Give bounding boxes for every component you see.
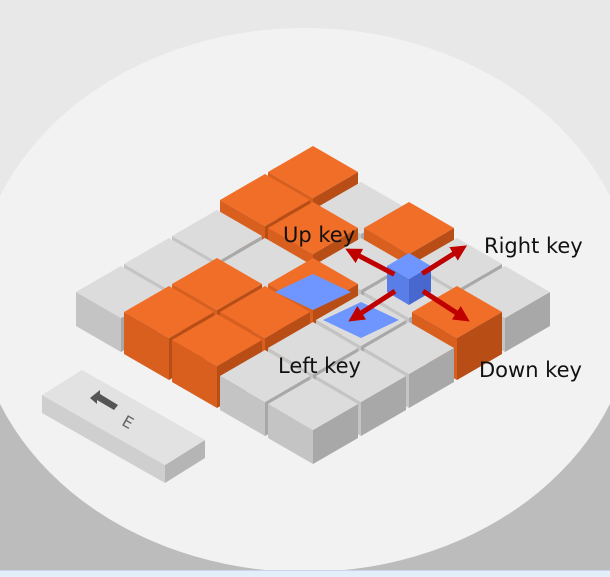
down-key-label: Down key — [479, 358, 582, 382]
tile-gray-right-face — [409, 348, 454, 408]
left-arrow-icon — [348, 289, 397, 322]
exit-key-side-face — [165, 440, 205, 483]
tile-orange-left-face — [124, 312, 169, 380]
tile-orange-top-face — [172, 314, 262, 366]
tile-gray-top-face — [364, 322, 454, 374]
direction-arrows — [345, 245, 470, 322]
tile-gray-left-face — [76, 292, 121, 352]
key-labels: Up key Right key Down key Left key — [278, 223, 583, 382]
player-cube-top-face — [387, 253, 431, 279]
tile-orange-left-face — [172, 340, 217, 408]
tile-orange-top-face — [220, 286, 310, 338]
down-arrow-icon — [421, 289, 470, 322]
tile-gray-right-face — [313, 404, 358, 464]
up-key-label: Up key — [283, 223, 355, 247]
tile-gray-left-face — [268, 404, 313, 464]
tile-gray-top-face — [316, 350, 406, 402]
tile-orange-top-face — [220, 174, 310, 226]
tile-gray-top-face — [172, 210, 262, 262]
arrow-left-icon — [90, 390, 118, 410]
tile-gray-right-face — [361, 376, 406, 436]
tile-orange-top-face — [364, 202, 454, 254]
tile-orange-top-face — [268, 202, 358, 254]
tile-gray-left-face — [220, 376, 265, 436]
tile-gray-top-face — [220, 350, 310, 402]
puzzle-board — [76, 146, 550, 464]
tile-gray-right-face — [505, 292, 550, 352]
exit-key-button[interactable]: E — [42, 370, 205, 483]
tile-orange-top-face — [268, 146, 358, 198]
player-path — [275, 274, 351, 310]
tile-orange-top-face — [124, 286, 214, 338]
right-arrow-icon — [420, 245, 468, 276]
tile-gray — [268, 378, 358, 464]
tile-gray-top-face — [268, 322, 358, 374]
tile-orange-right-face — [457, 312, 502, 380]
window-bottom-bar — [0, 570, 610, 577]
up-arrow-icon — [345, 248, 396, 277]
tile-gray-top-face — [412, 238, 502, 290]
right-key-label: Right key — [484, 234, 583, 258]
tile-gray-top-face — [268, 378, 358, 430]
left-key-label: Left key — [278, 354, 361, 378]
exit-key-top-face — [42, 370, 205, 465]
tile-orange-top-face — [172, 258, 262, 310]
exit-key-front-face — [42, 395, 165, 483]
